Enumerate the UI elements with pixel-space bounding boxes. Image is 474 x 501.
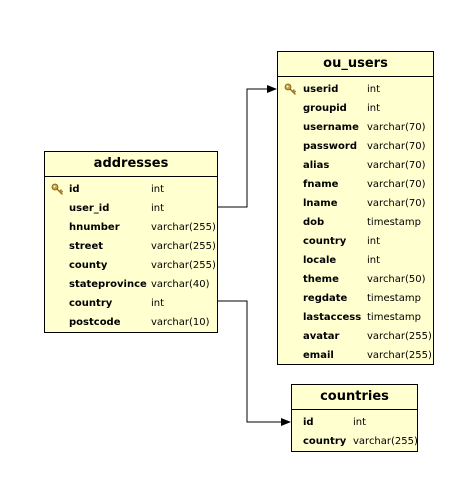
primary-key-icon	[284, 83, 296, 95]
column-row[interactable]: username varchar(70)	[278, 118, 433, 137]
column-type: varchar(40)	[151, 279, 210, 290]
column-name: password	[303, 141, 358, 152]
column-row[interactable]: id int	[45, 180, 217, 199]
column-type: varchar(255)	[367, 331, 432, 342]
column-name: regdate	[303, 293, 348, 304]
column-name: postcode	[69, 317, 121, 328]
column-row[interactable]: user_id int	[45, 199, 217, 218]
column-name: user_id	[69, 203, 110, 214]
addresses-table-title: addresses	[45, 152, 217, 177]
column-type: int	[367, 103, 381, 114]
column-type: int	[367, 84, 381, 95]
column-row[interactable]: fname varchar(70)	[278, 175, 433, 194]
ou-users-table-title: ou_users	[278, 52, 433, 77]
column-type: timestamp	[367, 217, 421, 228]
column-name: country	[69, 298, 113, 309]
column-name: lastaccess	[303, 312, 362, 323]
column-name: fname	[303, 179, 339, 190]
column-type: varchar(255)	[151, 260, 216, 271]
column-type: int	[151, 203, 165, 214]
column-row[interactable]: country varchar(255)	[292, 432, 418, 451]
column-type: int	[367, 255, 381, 266]
column-row[interactable]: lname varchar(70)	[278, 194, 433, 213]
column-row[interactable]: dob timestamp	[278, 213, 433, 232]
column-type: timestamp	[367, 312, 421, 323]
column-row[interactable]: country int	[278, 232, 433, 251]
column-row[interactable]: theme varchar(50)	[278, 270, 433, 289]
column-row[interactable]: postcode varchar(10)	[45, 313, 217, 332]
column-row[interactable]: country int	[45, 294, 217, 313]
column-type: varchar(70)	[367, 160, 426, 171]
primary-key-icon	[51, 183, 63, 195]
column-type: varchar(70)	[367, 179, 426, 190]
column-type: varchar(255)	[151, 241, 216, 252]
column-name: userid	[303, 84, 339, 95]
column-row[interactable]: stateprovince varchar(40)	[45, 275, 217, 294]
column-name: dob	[303, 217, 325, 228]
countries-table-title: countries	[292, 385, 417, 410]
column-name: username	[303, 122, 359, 133]
column-type: int	[353, 417, 367, 428]
column-name: street	[69, 241, 104, 252]
column-name: groupid	[303, 103, 347, 114]
column-row[interactable]: avatar varchar(255)	[278, 327, 433, 346]
column-row[interactable]: id int	[292, 413, 417, 432]
relationship-user-id-to-userid	[217, 85, 277, 208]
column-type: varchar(50)	[367, 274, 426, 285]
column-row[interactable]: alias varchar(70)	[278, 156, 433, 175]
column-type: varchar(255)	[151, 222, 216, 233]
column-name: country	[303, 236, 347, 247]
column-name: avatar	[303, 331, 340, 342]
column-row[interactable]: locale int	[278, 251, 433, 270]
column-name: stateprovince	[69, 279, 147, 290]
column-type: varchar(255)	[353, 436, 418, 447]
column-name: country	[303, 436, 347, 447]
column-name: alias	[303, 160, 330, 171]
column-type: varchar(70)	[367, 141, 426, 152]
column-name: lname	[303, 198, 338, 209]
column-name: county	[69, 260, 108, 271]
relationship-country-to-countries	[217, 300, 291, 426]
column-type: int	[151, 184, 165, 195]
ou-users-table[interactable]: ou_users userid int groupid int username varc…	[277, 51, 434, 365]
column-type: varchar(70)	[367, 198, 426, 209]
column-row[interactable]: password varchar(70)	[278, 137, 433, 156]
column-row[interactable]: street varchar(255)	[45, 237, 217, 256]
column-row[interactable]: userid int	[278, 80, 433, 99]
column-type: int	[151, 298, 165, 309]
column-type: timestamp	[367, 293, 421, 304]
column-type: int	[367, 236, 381, 247]
column-row[interactable]: hnumber varchar(255)	[45, 218, 217, 237]
column-row[interactable]: regdate timestamp	[278, 289, 433, 308]
countries-columns: id int country varchar(255)	[292, 410, 418, 451]
column-name: theme	[303, 274, 339, 285]
column-row[interactable]: groupid int	[278, 99, 433, 118]
column-type: varchar(10)	[151, 317, 210, 328]
column-type: varchar(70)	[367, 122, 426, 133]
column-row[interactable]: lastaccess timestamp	[278, 308, 433, 327]
column-name: id	[69, 184, 80, 195]
column-name: locale	[303, 255, 337, 266]
column-type: varchar(255)	[367, 350, 432, 361]
column-name: id	[303, 417, 314, 428]
column-name: hnumber	[69, 222, 120, 233]
column-name: email	[303, 350, 334, 361]
countries-table[interactable]: countries id int country varchar(255)	[291, 384, 418, 452]
column-row[interactable]: email varchar(255)	[278, 346, 433, 365]
column-row[interactable]: county varchar(255)	[45, 256, 217, 275]
